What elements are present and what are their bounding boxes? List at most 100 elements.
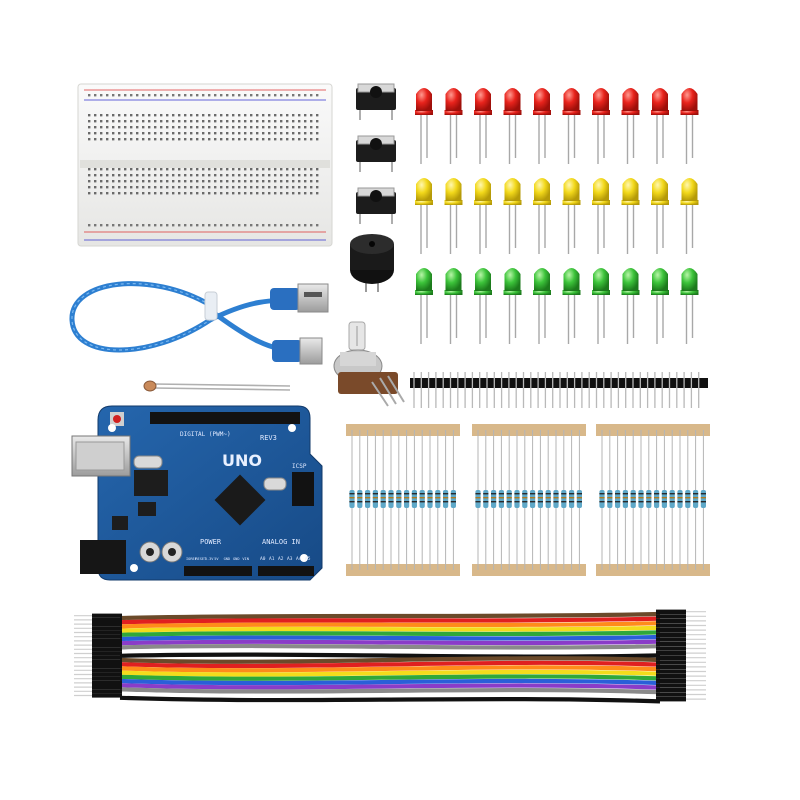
- breadboard-hole: [208, 120, 211, 123]
- breadboard-hole: [88, 126, 91, 129]
- breadboard-hole: [208, 126, 211, 129]
- breadboard-hole: [130, 138, 133, 141]
- breadboard-hole: [130, 180, 133, 183]
- wire-connector-right: [656, 692, 686, 697]
- breadboard-hole: [304, 138, 307, 141]
- breadboard-hole: [160, 168, 163, 171]
- rail-hole: [142, 224, 145, 227]
- wire-connector-right: [656, 609, 686, 614]
- breadboard-hole: [190, 114, 193, 117]
- breadboard-hole: [256, 186, 259, 189]
- breadboard-hole: [316, 114, 319, 117]
- breadboard-hole: [166, 126, 169, 129]
- resistor: [545, 430, 551, 570]
- breadboard-hole: [178, 168, 181, 171]
- breadboard-hole: [142, 174, 145, 177]
- wire-connector-right: [656, 655, 686, 660]
- jumper-wire: [119, 695, 661, 704]
- breadboard-hole: [136, 138, 139, 141]
- breadboard-hole: [244, 192, 247, 195]
- breadboard-hole: [184, 168, 187, 171]
- breadboard-hole: [220, 192, 223, 195]
- breadboard-hole: [250, 120, 253, 123]
- breadboard-hole: [274, 174, 277, 177]
- breadboard-hole: [106, 138, 109, 141]
- breadboard-hole: [112, 114, 115, 117]
- breadboard-hole: [208, 132, 211, 135]
- breadboard-hole: [244, 114, 247, 117]
- resistor: [491, 430, 497, 570]
- breadboard-hole: [220, 120, 223, 123]
- breadboard-hole: [262, 132, 265, 135]
- breadboard-hole: [274, 132, 277, 135]
- breadboard-hole: [304, 120, 307, 123]
- breadboard-hole: [154, 114, 157, 117]
- breadboard-hole: [154, 186, 157, 189]
- breadboard-hole: [268, 180, 271, 183]
- wire-connector-left: [92, 668, 122, 673]
- breadboard-hole: [298, 120, 301, 123]
- breadboard-hole: [118, 138, 121, 141]
- breadboard-hole: [286, 168, 289, 171]
- rail-hole: [100, 94, 103, 97]
- breadboard-hole: [202, 126, 205, 129]
- breadboard-hole: [316, 126, 319, 129]
- rail-hole: [94, 224, 97, 227]
- breadboard-hole: [310, 138, 313, 141]
- breadboard-hole: [256, 180, 259, 183]
- breadboard-hole: [220, 180, 223, 183]
- jumper-wire: [119, 625, 661, 633]
- yellow-led: [621, 178, 640, 254]
- breadboard-hole: [262, 186, 265, 189]
- breadboard-hole: [226, 168, 229, 171]
- breadboard-hole: [250, 132, 253, 135]
- rail-hole: [286, 94, 289, 97]
- breadboard-hole: [286, 138, 289, 141]
- board-rev-label: REV3: [260, 434, 277, 442]
- breadboard-hole: [310, 180, 313, 183]
- header-pin-strip: [410, 372, 708, 408]
- breadboard-hole: [130, 120, 133, 123]
- breadboard-hole: [172, 168, 175, 171]
- wire-connector-left: [92, 634, 122, 639]
- breadboard-hole: [292, 114, 295, 117]
- icsp-label: ICSP: [292, 463, 307, 470]
- rail-hole: [88, 94, 91, 97]
- analog-pin-label: A1: [269, 556, 275, 562]
- jumper-wire: [119, 691, 661, 699]
- breadboard-hole: [274, 192, 277, 195]
- power-pin-label: RESET: [195, 557, 207, 561]
- analog-pin-label: A5: [305, 556, 311, 562]
- breadboard-hole: [124, 174, 127, 177]
- resistor: [537, 430, 543, 570]
- yellow-led: [562, 178, 581, 254]
- breadboard-hole: [214, 168, 217, 171]
- breadboard-hole: [274, 180, 277, 183]
- rail-hole: [214, 224, 217, 227]
- rail-hole: [226, 94, 229, 97]
- icsp-header: [292, 472, 314, 506]
- breadboard-hole: [262, 180, 265, 183]
- resistor: [646, 430, 652, 570]
- breadboard-hole: [148, 120, 151, 123]
- breadboard-hole: [124, 168, 127, 171]
- breadboard-hole: [256, 132, 259, 135]
- breadboard-hole: [166, 114, 169, 117]
- breadboard-hole: [280, 126, 283, 129]
- breadboard-hole: [268, 138, 271, 141]
- breadboard-hole: [232, 180, 235, 183]
- breadboard-hole: [292, 174, 295, 177]
- breadboard-hole: [160, 120, 163, 123]
- breadboard-hole: [238, 186, 241, 189]
- breadboard-hole: [262, 168, 265, 171]
- crystal-oscillator: [263, 477, 287, 491]
- breadboard-hole: [124, 180, 127, 183]
- breadboard-hole: [172, 174, 175, 177]
- jumper-wire: [119, 678, 661, 686]
- rail-hole: [184, 224, 187, 227]
- breadboard-hole: [202, 132, 205, 135]
- push-button: [356, 83, 396, 120]
- breadboard-hole: [106, 174, 109, 177]
- resistor: [380, 430, 386, 570]
- breadboard-hole: [292, 168, 295, 171]
